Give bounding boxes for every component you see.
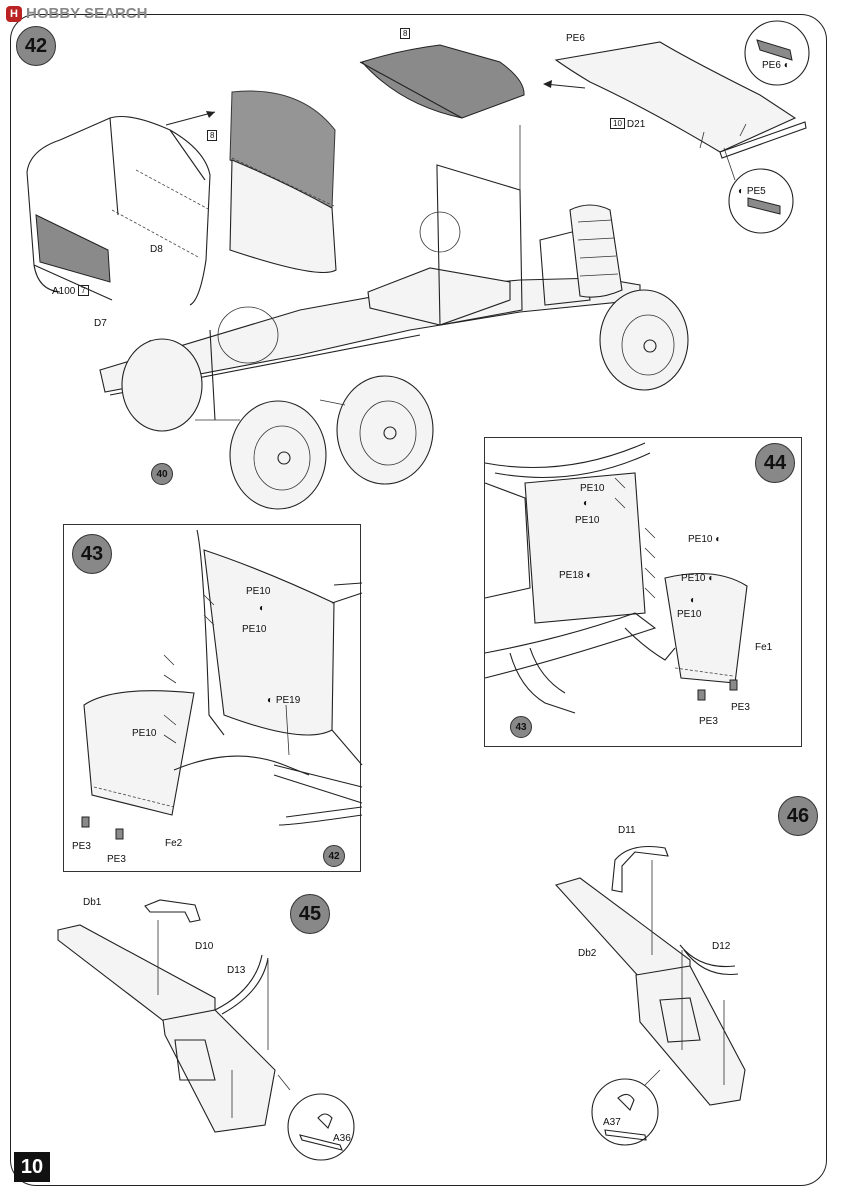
- label-pe3-b: PE3: [731, 702, 750, 713]
- label-pe10-b: PE10: [242, 624, 267, 635]
- label-pe10-d: PE10 ◐: [681, 573, 715, 584]
- label-roof-part: 8: [400, 28, 412, 40]
- photo-etch-icon: ◐: [259, 603, 266, 614]
- step-badge-43: 43: [72, 534, 112, 574]
- label-pe10-a: PE10: [246, 586, 271, 597]
- step-44-drawing: [484, 442, 748, 714]
- step-badge-42: 42: [16, 26, 56, 66]
- ref-badge-42: 42: [323, 845, 345, 867]
- label-pe10-e: PE10: [677, 609, 702, 620]
- label-a37: A37: [603, 1117, 621, 1128]
- photo-etch-icon: ◐: [583, 498, 590, 509]
- label-db1: Db1: [83, 897, 102, 908]
- label-back-part: 8: [207, 130, 219, 142]
- label-pe10-c: PE10 ◐: [688, 534, 722, 545]
- label-d10: D10: [195, 941, 214, 952]
- label-pe18: PE18 ◐: [559, 570, 593, 581]
- photo-etch-icon: ◐: [267, 695, 274, 706]
- label-d8: D8: [150, 244, 163, 255]
- photo-etch-icon: ◐: [738, 186, 745, 197]
- label-pe10-b: PE10: [575, 515, 600, 526]
- page-frame: [10, 14, 827, 1186]
- label-fe2: Fe2: [165, 838, 183, 849]
- step-43-panel: 43 PE10 ◐ PE10 PE10 ◐ PE19 PE3 PE3 Fe2 4…: [63, 524, 363, 872]
- label-a36: A36: [333, 1133, 351, 1144]
- label-a100: A100 7: [52, 285, 91, 297]
- watermark-logo: H: [6, 5, 22, 22]
- page-number: 10: [14, 1152, 50, 1182]
- step-badge-45: 45: [290, 894, 330, 934]
- label-fe1: Fe1: [755, 642, 773, 653]
- label-pe3-b: PE3: [107, 854, 126, 865]
- label-pe10-c: PE10: [132, 728, 157, 739]
- watermark: H HOBBY SEARCH: [6, 5, 147, 22]
- photo-etch-icon: ◐: [708, 573, 715, 584]
- label-pe19: ◐ PE19: [267, 695, 301, 706]
- photo-etch-icon: ◐: [586, 570, 593, 581]
- step-badge-44: 44: [755, 443, 795, 483]
- label-d11: D11: [618, 825, 636, 836]
- label-d7: D7: [94, 318, 107, 329]
- step-44-panel: 44 PE10 ◐ PE10 PE10 ◐ PE10 ◐ ◐ PE10 PE18…: [484, 437, 802, 747]
- label-pe6-zoom: PE6 ◐: [762, 60, 790, 71]
- label-pe3-a: PE3: [699, 716, 718, 727]
- photo-etch-icon: ◐: [690, 595, 697, 606]
- step-42-drawing: [26, 20, 810, 510]
- watermark-text: HOBBY SEARCH: [26, 5, 148, 22]
- step-badge-46: 46: [778, 796, 818, 836]
- label-d13: D13: [227, 965, 246, 976]
- label-pe10-a: PE10: [580, 483, 605, 494]
- label-pe6-top: PE6: [566, 33, 585, 44]
- ref-badge-43: 43: [510, 716, 532, 738]
- label-pe3-a: PE3: [72, 841, 91, 852]
- label-db2: Db2: [578, 948, 597, 959]
- photo-etch-icon: ◐: [783, 60, 790, 71]
- step-43-drawing: [81, 529, 363, 840]
- ref-badge-40: 40: [151, 463, 173, 485]
- photo-etch-icon: ◐: [715, 534, 722, 545]
- label-d12: D12: [712, 941, 731, 952]
- label-pe5: ◐ PE5: [738, 186, 766, 197]
